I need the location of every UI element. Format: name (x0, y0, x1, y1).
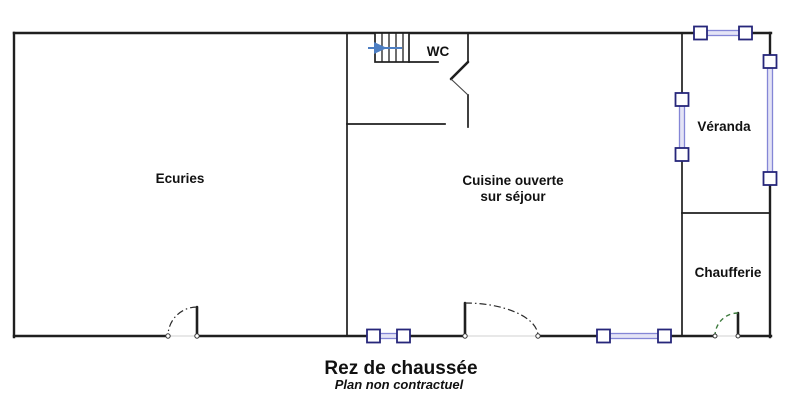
door-swing-arc-green (714, 312, 739, 337)
staircase (368, 32, 410, 63)
window-bottom-kitchen-small (366, 328, 411, 344)
window-frame-end (738, 25, 753, 41)
window-top-veranda (693, 25, 753, 41)
door-hinge-dot (735, 333, 741, 339)
window-bottom-kitchen-large (596, 328, 672, 344)
window-frame-end (366, 328, 381, 344)
window-frame-end (674, 147, 690, 162)
arrow-right-icon-head (374, 42, 387, 54)
window-frame-end (674, 92, 690, 107)
door-hinge-dot (165, 333, 171, 339)
door-chaufferie (712, 311, 741, 339)
door-kitchen-south (462, 301, 541, 339)
outer-walls (12, 31, 773, 339)
room-label-chaufferie: Chaufferie (695, 265, 762, 280)
door-hinge-dot (712, 333, 718, 339)
page-subtitle: Plan non contractuel (335, 377, 464, 392)
door-wc (449, 60, 470, 96)
interior-walls (346, 32, 771, 337)
door-swing-arc (464, 302, 539, 337)
window-frame-end (762, 54, 778, 69)
door-swing-arc (167, 306, 198, 337)
room-label-wc: WC (427, 44, 450, 59)
window-glass (766, 67, 774, 173)
room-label-veranda: Véranda (697, 119, 751, 134)
door-hinge-dot (194, 333, 200, 339)
room-label-cuisine-line2: sur séjour (480, 189, 546, 204)
window-glass (379, 332, 398, 340)
window-frame-end (693, 25, 708, 41)
door-hinge-dot (462, 333, 468, 339)
room-label-ecuries: Ecuries (156, 171, 205, 186)
window-glass (678, 105, 686, 149)
door-hinge-dot (535, 333, 541, 339)
window-glass (706, 29, 740, 37)
window-frame-end (657, 328, 672, 344)
door-ecuries (165, 305, 200, 339)
window-frame-end (396, 328, 411, 344)
door-leaf (449, 60, 470, 81)
page-title: Rez de chaussée (324, 358, 477, 379)
window-frame-end (596, 328, 611, 344)
window-veranda-west (674, 92, 690, 162)
window-frame-end (762, 171, 778, 186)
room-label-cuisine-line1: Cuisine ouverte (462, 173, 564, 188)
window-right-veranda (762, 54, 778, 186)
window-glass (609, 332, 659, 340)
door-swing-line (450, 78, 469, 96)
